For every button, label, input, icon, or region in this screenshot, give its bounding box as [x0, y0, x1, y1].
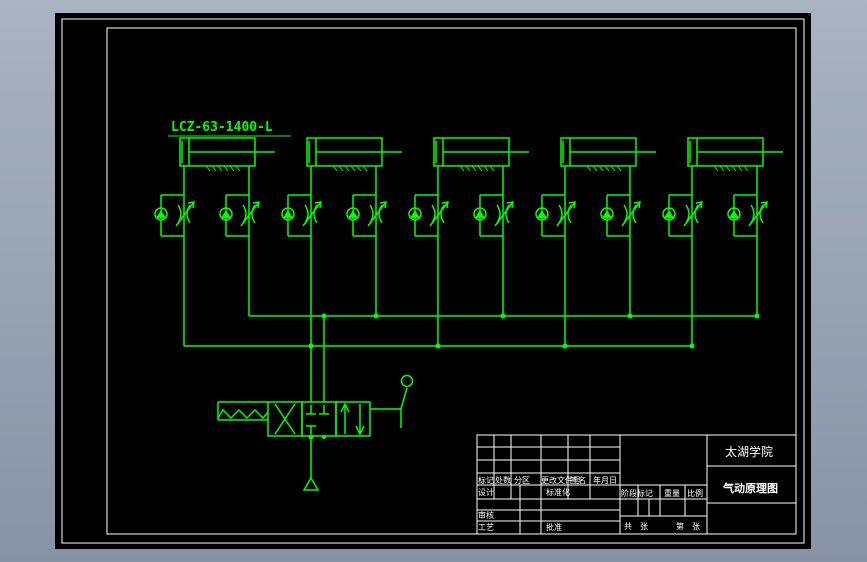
flow-control-valve — [535, 194, 576, 237]
flow-control-valve — [219, 194, 260, 237]
flow-control-valve — [473, 194, 514, 237]
junction-dot — [373, 313, 379, 319]
cylinder-unit — [408, 137, 529, 346]
title-block — [476, 434, 797, 535]
valve-spring — [217, 408, 269, 420]
directional-valve — [217, 374, 414, 491]
cylinder-unit — [281, 137, 402, 346]
stage-mark: 阶段标记 — [621, 488, 653, 498]
hdr-date: 年月日 — [593, 475, 617, 485]
cylinder-group — [154, 137, 783, 346]
cylinder-unit — [154, 137, 275, 346]
drawing-title: 气动原理图 — [722, 481, 778, 495]
flow-control-valve — [346, 194, 387, 237]
valve-port-dot-b — [322, 435, 326, 439]
row-audit: 审核 — [478, 510, 494, 520]
outer-frame — [61, 18, 805, 544]
flow-control-valve — [281, 194, 322, 237]
hdr-mark: 标记 — [478, 475, 494, 485]
cylinder-unit — [535, 137, 656, 346]
junction-dot — [627, 313, 633, 319]
row-standardization: 标准化 — [546, 487, 570, 497]
sheet-unit: 张 — [640, 522, 648, 531]
stage-weight: 重量 — [664, 488, 680, 498]
flow-control-valve — [600, 194, 641, 237]
junction-dot — [689, 343, 695, 349]
flow-control-valve — [727, 194, 768, 237]
part-label: LCZ-63-1400-L — [171, 120, 273, 135]
school-name: 太湖学院 — [725, 444, 773, 459]
junction-dot — [562, 343, 568, 349]
hdr-change-doc: 更改文件号 — [541, 475, 581, 485]
row-design: 设计 — [478, 487, 494, 497]
flow-control-valve — [408, 194, 449, 237]
title-block-text: 太湖学院 气动原理图 标记 处数 分区 更改文件号 签名 年月日 设计 标准化 … — [478, 444, 778, 532]
flow-control-valve — [154, 194, 195, 237]
junction-dot — [754, 313, 760, 319]
row-process: 工艺 — [478, 523, 494, 532]
sheet-no: 第 — [676, 521, 684, 531]
inner-frame — [106, 27, 797, 535]
hdr-zone: 分区 — [514, 476, 530, 485]
flow-control-valve — [662, 194, 703, 237]
sheet-unit2: 张 — [692, 522, 700, 531]
drawing-sheet — [55, 13, 811, 549]
row-approve: 批准 — [546, 522, 562, 532]
hdr-signature: 签名 — [570, 475, 586, 485]
hdr-count: 处数 — [495, 475, 511, 485]
valve-port-dot — [308, 434, 314, 440]
junction-dots — [308, 313, 760, 349]
sheet-total: 共 — [624, 522, 632, 531]
junction-dot — [500, 313, 506, 319]
cylinder-unit — [662, 137, 783, 346]
junction-dot — [435, 343, 441, 349]
stage-scale: 比例 — [687, 488, 703, 498]
